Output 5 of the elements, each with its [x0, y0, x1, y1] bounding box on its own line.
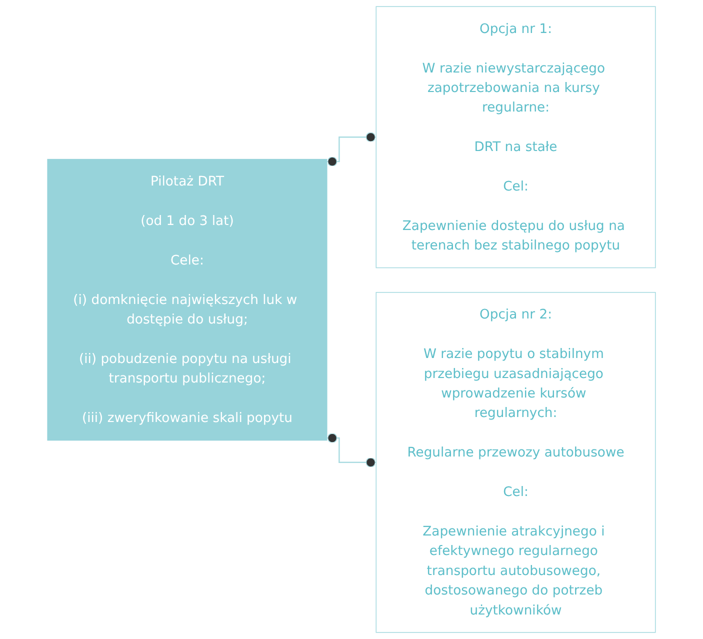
- connector: [326, 433, 376, 468]
- connector: [326, 132, 376, 167]
- node-box: Opcja nr 2: W razie popytu o stabilnym przebiegu uzasadniającego wprowadzenie kursów regularnych: Regularne przewozy autobusowe Cel: Zapewnienie atrakcyjnego i efektywnego regularnego transportu autobusowego, dostosowanego do potrzeb użytkowników: [376, 292, 656, 633]
- node-box: Opcja nr 1: W razie niewystarczającego zapotrzebowania na kursy regularne: DRT na stałe Cel: Zapewnienie dostępu do usług na terenach bez stabilnego popytu: [376, 6, 656, 268]
- node-box: Pilotaż DRT (od 1 do 3 lat) Cele: (i) domknięcie największych luk w dostępie do usług; (ii) pobudzenie popytu na usługi transportu publicznego; (iii) zweryfikowanie skali popytu: [47, 158, 328, 441]
